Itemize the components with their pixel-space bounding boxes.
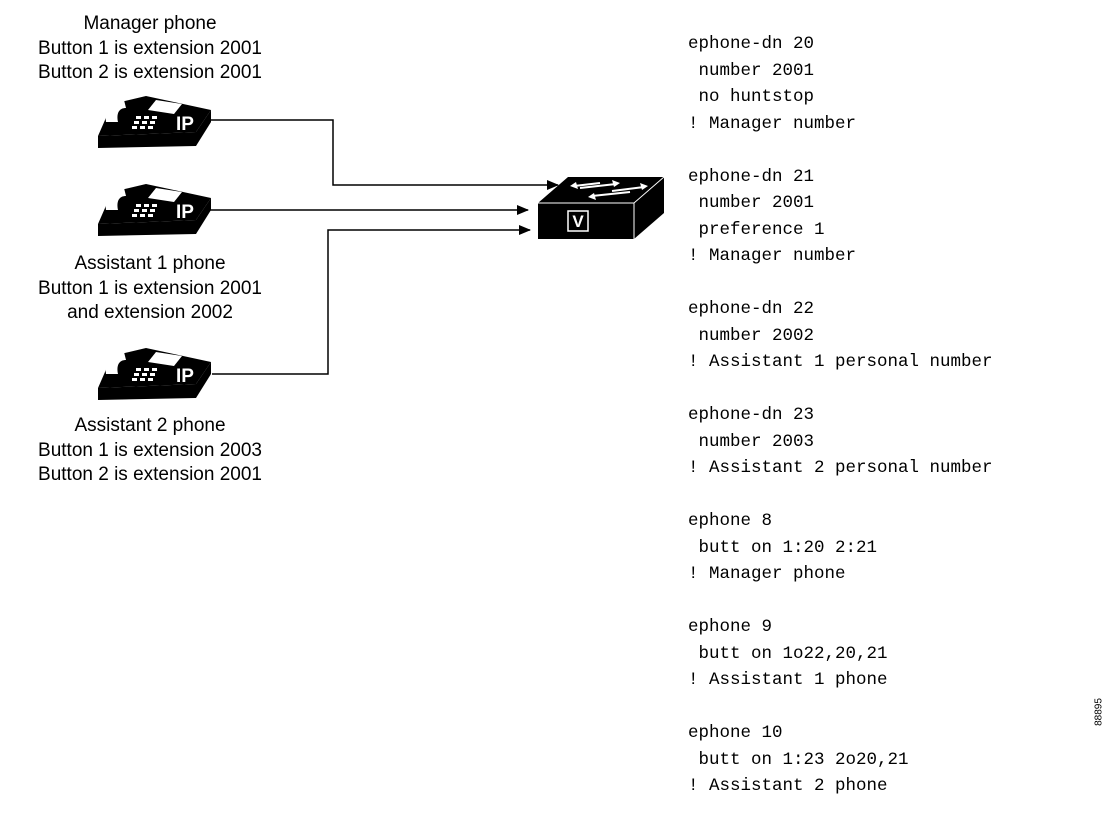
ip-phone-icon: IP xyxy=(98,348,211,400)
caption-line: Button 1 is extension 2001 xyxy=(38,277,262,299)
config-line: number 2001 xyxy=(688,60,815,81)
config-line: ! Manager number xyxy=(688,246,857,266)
config-line: ! Assistant 2 phone xyxy=(688,776,888,796)
config-line: ephone 9 xyxy=(688,617,773,637)
caption-line: Button 1 is extension 2001 xyxy=(38,37,262,59)
assistant-2-phone-caption: Assistant 2 phone Button 1 is extension … xyxy=(0,414,310,488)
config-line: number 2001 xyxy=(688,193,815,213)
config-block: ephone-dn 22 number 2002 ! Assistant 1 pe… xyxy=(688,296,993,376)
config-line: butt on 1o22,20,21 xyxy=(688,643,888,664)
config-line: ephone-dn 23 xyxy=(688,405,815,425)
config-line: ! Manager phone xyxy=(688,564,846,584)
config-line: ! Assistant 1 personal number xyxy=(688,352,993,372)
ip-phone-icon: IP xyxy=(98,96,211,148)
config-line: ephone-dn 21 xyxy=(688,166,815,187)
configuration-listing: ephone-dn 20 number 2001 no huntstop ! Ma… xyxy=(688,31,993,826)
voice-router-icon: V xyxy=(538,176,664,239)
assistant-1-phone-caption: Assistant 1 phone Button 1 is extension … xyxy=(0,252,310,326)
caption-line: Button 1 is extension 2003 xyxy=(38,439,262,461)
config-line: ! Assistant 2 personal number xyxy=(688,458,993,478)
config-block: ephone-dn 21 number 2001 preference 1 ! M… xyxy=(688,164,993,270)
connection-lines xyxy=(210,119,559,375)
ip-phone-icon: IP xyxy=(98,184,211,236)
config-line: ! Manager number xyxy=(688,113,857,134)
router-label: V xyxy=(572,212,584,231)
figure-id: 88895 xyxy=(1093,692,1105,732)
caption-title: Assistant 2 phone xyxy=(74,415,226,436)
config-line: no huntstop xyxy=(688,87,815,107)
assistant-2-phone-link xyxy=(212,225,531,375)
caption-line: Button 2 is extension 2001 xyxy=(38,62,262,83)
config-block: ephone-dn 23 number 2003 ! Assistant 2 pe… xyxy=(688,402,993,482)
caption-line: Button 2 is extension 2001 xyxy=(38,464,262,485)
config-block: ephone 8 butt on 1:20 2:21 ! Manager phon… xyxy=(688,508,993,588)
config-block: ephone 9 butt on 1o22,20,21 ! Assistant 1… xyxy=(688,614,993,694)
config-line: ephone-dn 20 xyxy=(688,34,815,54)
ip-label: IP xyxy=(176,202,194,223)
figure-id-text: 88895 xyxy=(1093,698,1105,726)
ip-label: IP xyxy=(176,366,194,387)
config-line: number 2002 xyxy=(688,325,815,346)
config-line: ! Assistant 1 phone xyxy=(688,670,888,690)
manager-phone-link xyxy=(210,119,559,190)
config-line: ephone 10 xyxy=(688,723,783,743)
caption-line: and extension 2002 xyxy=(67,302,233,323)
diagram-canvas: Manager phone Button 1 is extension 2001… xyxy=(0,12,1105,796)
manager-phone-caption: Manager phone Button 1 is extension 2001… xyxy=(0,12,310,86)
config-line: number 2003 xyxy=(688,431,815,452)
config-block: ephone-dn 20 number 2001 no huntstop ! Ma… xyxy=(688,31,993,137)
config-line: butt on 1:20 2:21 xyxy=(688,537,878,558)
ip-label: IP xyxy=(176,114,194,135)
caption-title: Assistant 1 phone xyxy=(74,253,226,274)
config-line: butt on 1:23 2o20,21 xyxy=(688,749,909,770)
config-block: ephone 10 butt on 1:23 2o20,21 ! Assistan… xyxy=(688,720,993,800)
config-line: preference 1 xyxy=(688,219,825,240)
config-line: ephone 8 xyxy=(688,511,773,531)
config-line: ephone-dn 22 xyxy=(688,299,815,319)
caption-title: Manager phone xyxy=(83,13,217,34)
